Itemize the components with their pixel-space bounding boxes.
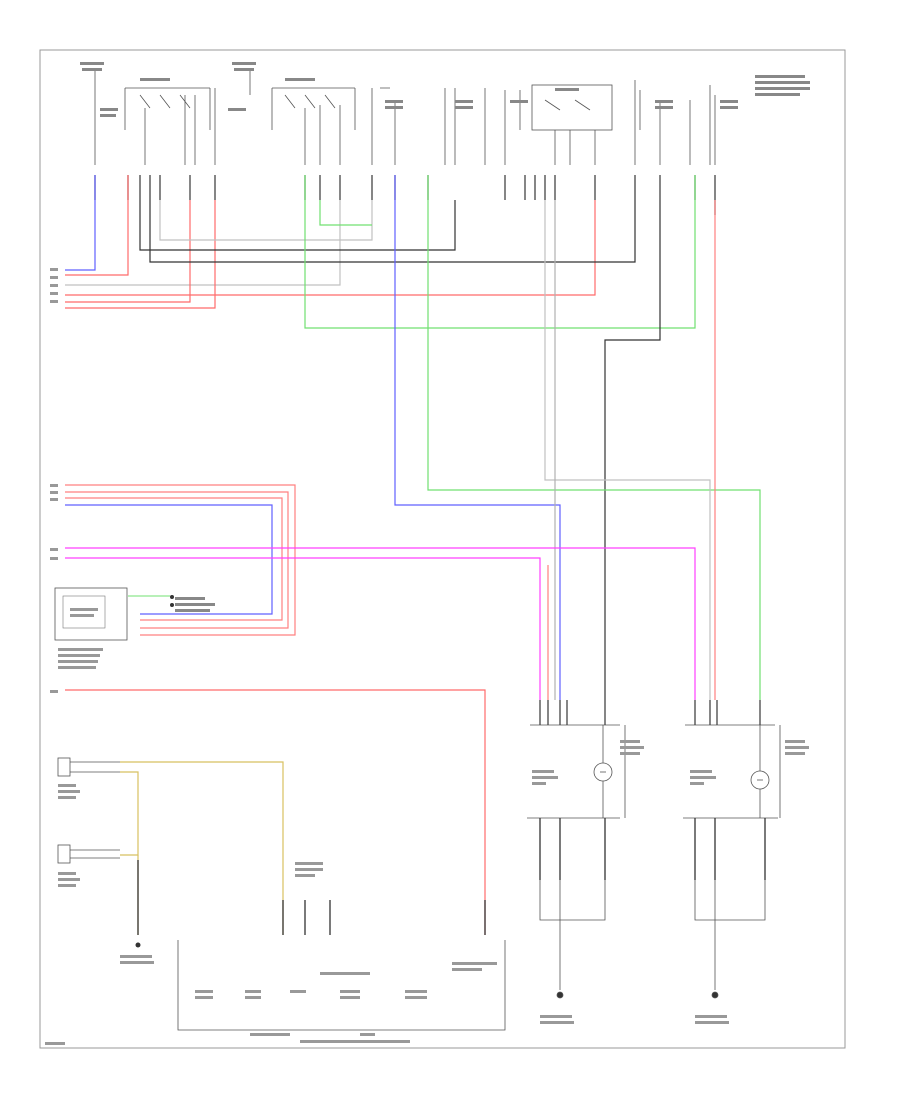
wire-black-right <box>604 200 661 700</box>
top-component-row <box>94 70 716 165</box>
switch-block-1 <box>94 70 216 165</box>
wire-red-left-3 <box>65 200 191 303</box>
wire-mid-red-1 <box>65 484 296 636</box>
wire-black-bus-2 <box>149 200 636 263</box>
left-actuator <box>527 700 626 999</box>
wire-blue-left <box>65 175 96 271</box>
wire-end-marks <box>50 268 58 693</box>
wire-blue-down <box>394 175 561 700</box>
right-actuator <box>683 700 781 999</box>
wire-harness <box>65 175 761 935</box>
wire-red-long <box>65 689 486 935</box>
wire-green-top <box>304 175 696 329</box>
wire-green-short <box>319 200 372 226</box>
wire-green-down <box>427 175 761 700</box>
sensor-label-marks <box>58 784 323 964</box>
page-number-mark <box>45 1042 65 1045</box>
module-columns <box>371 87 486 165</box>
bottom-left-sensors <box>57 757 486 935</box>
ground-point-left <box>135 942 141 948</box>
wire-gray-down-1 <box>544 200 711 700</box>
wire-yellow-2 <box>120 771 139 856</box>
wire-yellow-1 <box>120 761 284 935</box>
relay-block <box>504 84 613 165</box>
connector-pins-top <box>94 175 716 215</box>
wire-red-left-1 <box>65 175 129 276</box>
diagram-frame <box>39 49 846 1049</box>
top-label-marks <box>80 62 810 117</box>
actuator-label-marks <box>532 740 809 1024</box>
wire-gray-bus <box>159 200 373 241</box>
wire-magenta-1 <box>65 547 696 700</box>
wire-mid-red-3 <box>65 497 283 621</box>
bottom-module-box <box>177 940 506 1043</box>
wire-magenta-2 <box>65 557 541 700</box>
right-module-block <box>634 80 716 165</box>
switch-block-2 <box>249 70 356 165</box>
controller-module <box>54 587 215 669</box>
wire-mid-blue <box>65 504 273 615</box>
wire-gray-left <box>65 200 341 286</box>
wire-mid-red-2 <box>65 491 289 629</box>
wire-red-left-4 <box>65 200 216 309</box>
wire-black-bus-1 <box>139 200 456 251</box>
wire-red-left-2 <box>65 200 596 296</box>
